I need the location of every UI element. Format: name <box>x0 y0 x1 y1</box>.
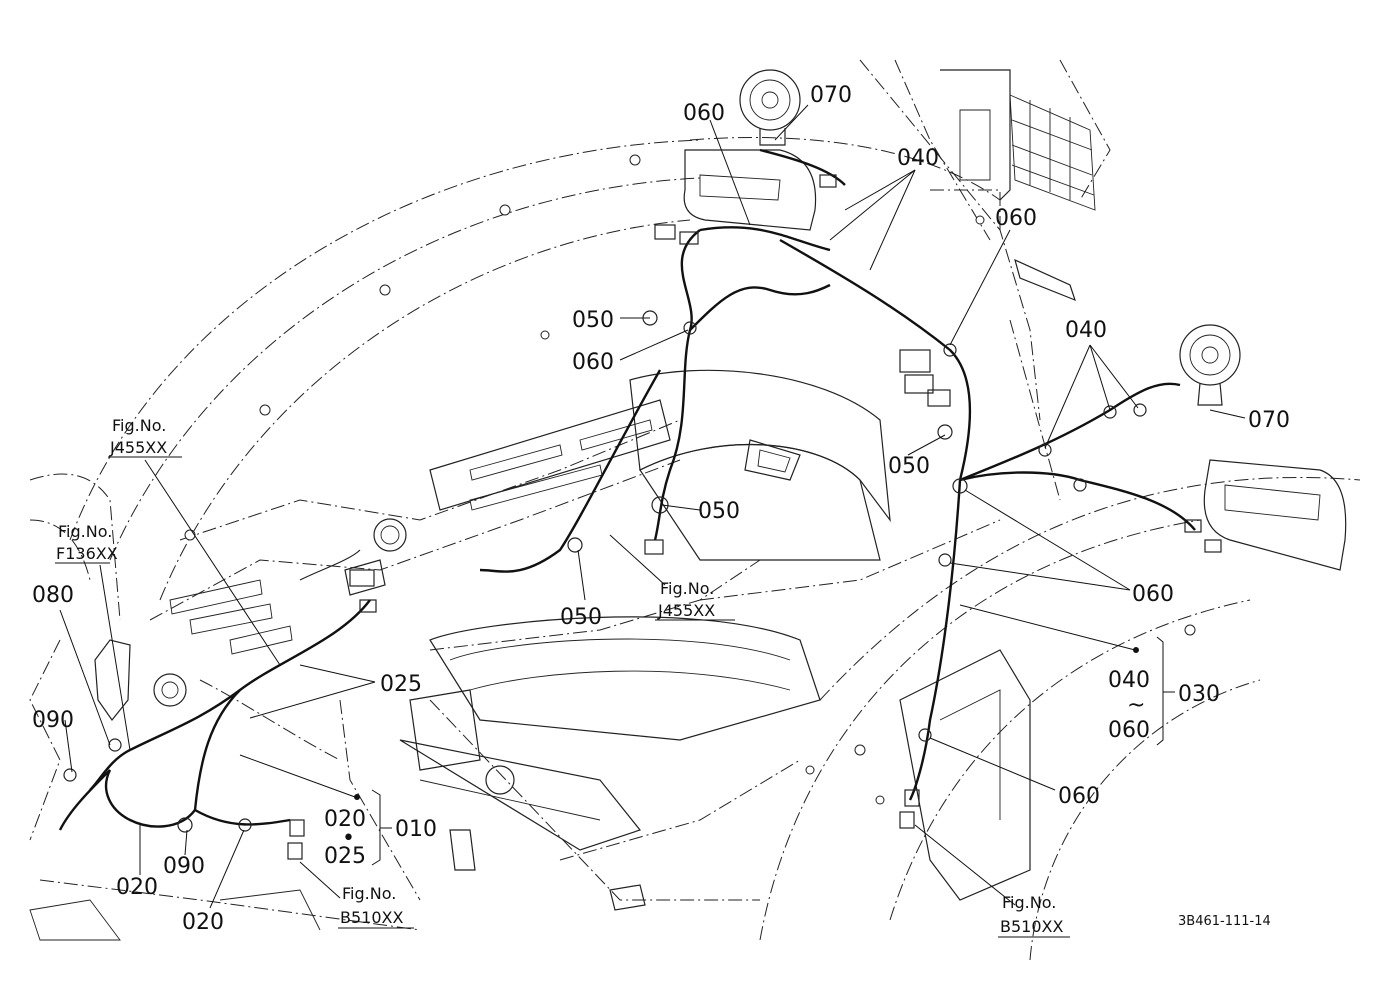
group-separator-dot: • <box>342 826 355 851</box>
callout-060-right-top: 060 <box>995 206 1037 231</box>
callout-020-group: 020 <box>324 807 366 832</box>
fig-ref-b510-right-code: B510XX <box>1000 917 1063 936</box>
fig-ref-j455-center-label: Fig.No. <box>660 579 714 598</box>
callout-060-right-mid: 060 <box>1132 582 1174 607</box>
callout-060-left: 060 <box>572 350 614 375</box>
callout-090-left: 090 <box>32 708 74 733</box>
leader-dots <box>354 647 1139 800</box>
callout-050-seat: 050 <box>698 499 740 524</box>
callout-040-range: 040 <box>1108 668 1150 693</box>
callout-050-left: 050 <box>572 308 614 333</box>
fig-ref-j455-left-label: Fig.No. <box>112 416 166 435</box>
callout-010: 010 <box>395 817 437 842</box>
work-light-right <box>1179 324 1241 406</box>
fig-ref-j455-center-code: J455XX <box>657 601 715 620</box>
fig-ref-b510-left-code: B510XX <box>340 908 403 927</box>
callout-020-lower-left: 020 <box>116 875 158 900</box>
callout-030: 030 <box>1178 682 1220 707</box>
callout-020-bottom: 020 <box>182 910 224 935</box>
fender-holes <box>184 154 1196 805</box>
callout-040-right: 040 <box>1065 318 1107 343</box>
drawing-code: 3B461-111-14 <box>1178 914 1271 929</box>
leader-lines <box>55 104 1246 938</box>
callout-025-top: 025 <box>380 672 422 697</box>
fig-ref-f136-label: Fig.No. <box>58 522 112 541</box>
part-callouts: 070 060 040 060 050 060 040 070 050 050 … <box>32 83 1290 935</box>
fig-ref-b510-right-label: Fig.No. <box>1002 893 1056 912</box>
wiring-harness <box>58 148 1222 860</box>
fig-ref-b510-left-label: Fig.No. <box>342 884 396 903</box>
callout-080: 080 <box>32 583 74 608</box>
fig-ref-f136-code: F136XX <box>56 544 118 563</box>
callout-060-range: 060 <box>1108 718 1150 743</box>
callout-070-top: 070 <box>810 83 852 108</box>
work-light-left <box>739 69 801 146</box>
callout-050-lower: 050 <box>560 605 602 630</box>
callout-050-center: 050 <box>888 454 930 479</box>
callout-060-top: 060 <box>683 101 725 126</box>
fig-ref-j455-left-code: J455XX <box>109 438 167 457</box>
figure-references: Fig.No. J455XX Fig.No. F136XX Fig.No. J4… <box>56 416 1063 936</box>
callout-025-group: 025 <box>324 844 366 869</box>
callout-090-lower: 090 <box>163 854 205 879</box>
range-tilde: ~ <box>1127 693 1145 718</box>
callout-040-top: 040 <box>897 146 939 171</box>
tractor-body-lineart <box>29 59 1361 961</box>
callout-070-right: 070 <box>1248 408 1290 433</box>
callout-060-lower-right: 060 <box>1058 784 1100 809</box>
